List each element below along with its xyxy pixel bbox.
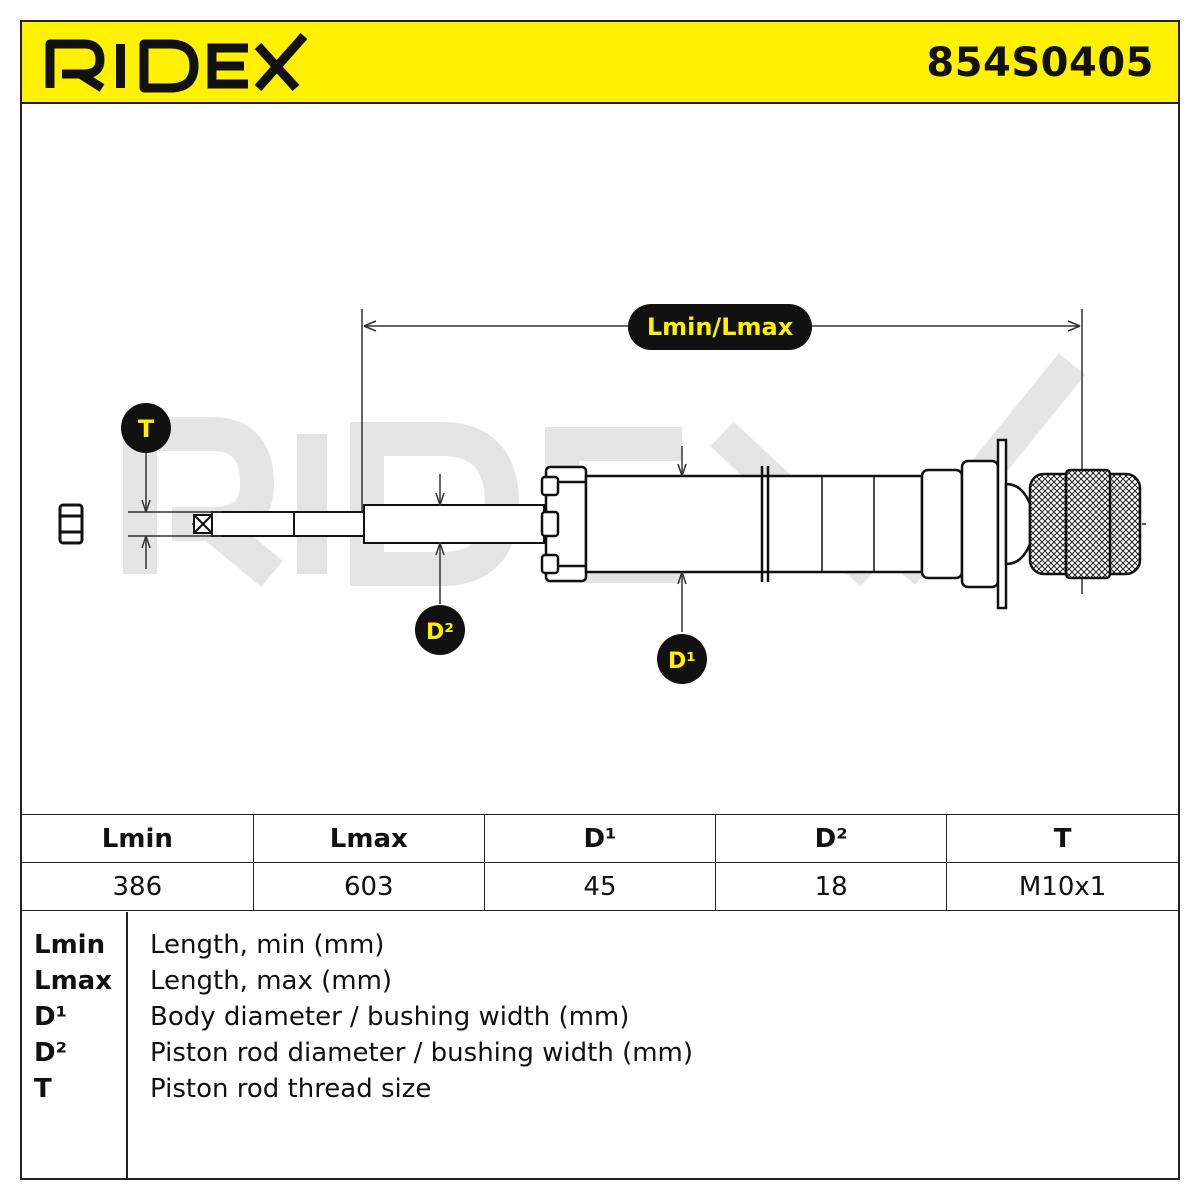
legend-row: T Piston rod thread size [22,1074,1178,1110]
legend-row: D² Piston rod diameter / bushing width (… [22,1038,1178,1074]
body-cap [540,465,588,583]
piston-rod [293,504,545,544]
legend-key: T [34,1074,52,1104]
spec-header-d2: D² [715,814,948,863]
spec-value-d2: 18 [715,862,948,911]
thread-label-badge: T [121,403,171,453]
spec-header-lmax: Lmax [252,814,485,863]
spec-header-row: Lmin Lmax D¹ D² T [22,814,1178,863]
spec-value-lmax: 603 [252,862,485,911]
thread-nut [58,503,84,545]
lower-mount [920,438,1032,610]
legend-desc: Piston rod diameter / bushing width (mm) [150,1038,694,1068]
legend-desc: Length, min (mm) [150,930,385,960]
legend-desc: Length, max (mm) [150,966,393,996]
length-label-badge: Lmin/Lmax [628,304,812,350]
spec-header-lmin: Lmin [22,814,254,863]
spec-value-row: 386 603 45 18 M10x1 [22,862,1178,911]
spec-value-lmin: 386 [22,862,254,911]
legend-key: Lmax [34,966,112,996]
ridex-logo [45,33,308,93]
spec-value-d1: 45 [483,862,717,911]
header-bar: 854S0405 [22,22,1178,104]
length-label: Lmin/Lmax [647,313,794,341]
legend-row: Lmax Length, max (mm) [22,966,1178,1002]
body-diameter-badge: D¹ [657,634,707,684]
legend-desc: Body diameter / bushing width (mm) [150,1002,630,1032]
legend-key: D² [34,1038,67,1068]
damper-body [584,466,924,582]
legend: Lmin Length, min (mm) Lmax Length, max (… [22,912,1178,1178]
legend-row: D¹ Body diameter / bushing width (mm) [22,1002,1178,1038]
rod-diameter-dimension [435,474,445,604]
spec-table: Lmin Lmax D¹ D² T 386 603 45 18 M10x1 [22,814,1178,911]
legend-divider [126,912,128,1178]
spec-header-d1: D¹ [483,814,717,863]
piston-thread [193,511,295,537]
rubber-bushing [1028,468,1142,580]
shock-absorber-drawing: Lmin/Lmax [58,304,1152,684]
thread-label: T [138,415,155,443]
body-diameter-dimension [677,446,687,632]
legend-key: D¹ [34,1002,67,1032]
legend-key: Lmin [34,930,106,960]
rod-diameter-badge: D² [415,605,465,655]
legend-desc: Piston rod thread size [150,1074,432,1104]
legend-row: Lmin Length, min (mm) [22,930,1178,966]
spec-header-t: T [946,814,1178,863]
rod-diameter-label: D² [426,620,454,645]
body-diameter-label: D¹ [668,649,696,674]
part-number: 854S0405 [926,40,1154,86]
spec-value-t: M10x1 [946,862,1178,911]
datasheet-frame: 854S0405 Lmin/Lmax [20,20,1180,1180]
thread-dimension [128,449,222,569]
